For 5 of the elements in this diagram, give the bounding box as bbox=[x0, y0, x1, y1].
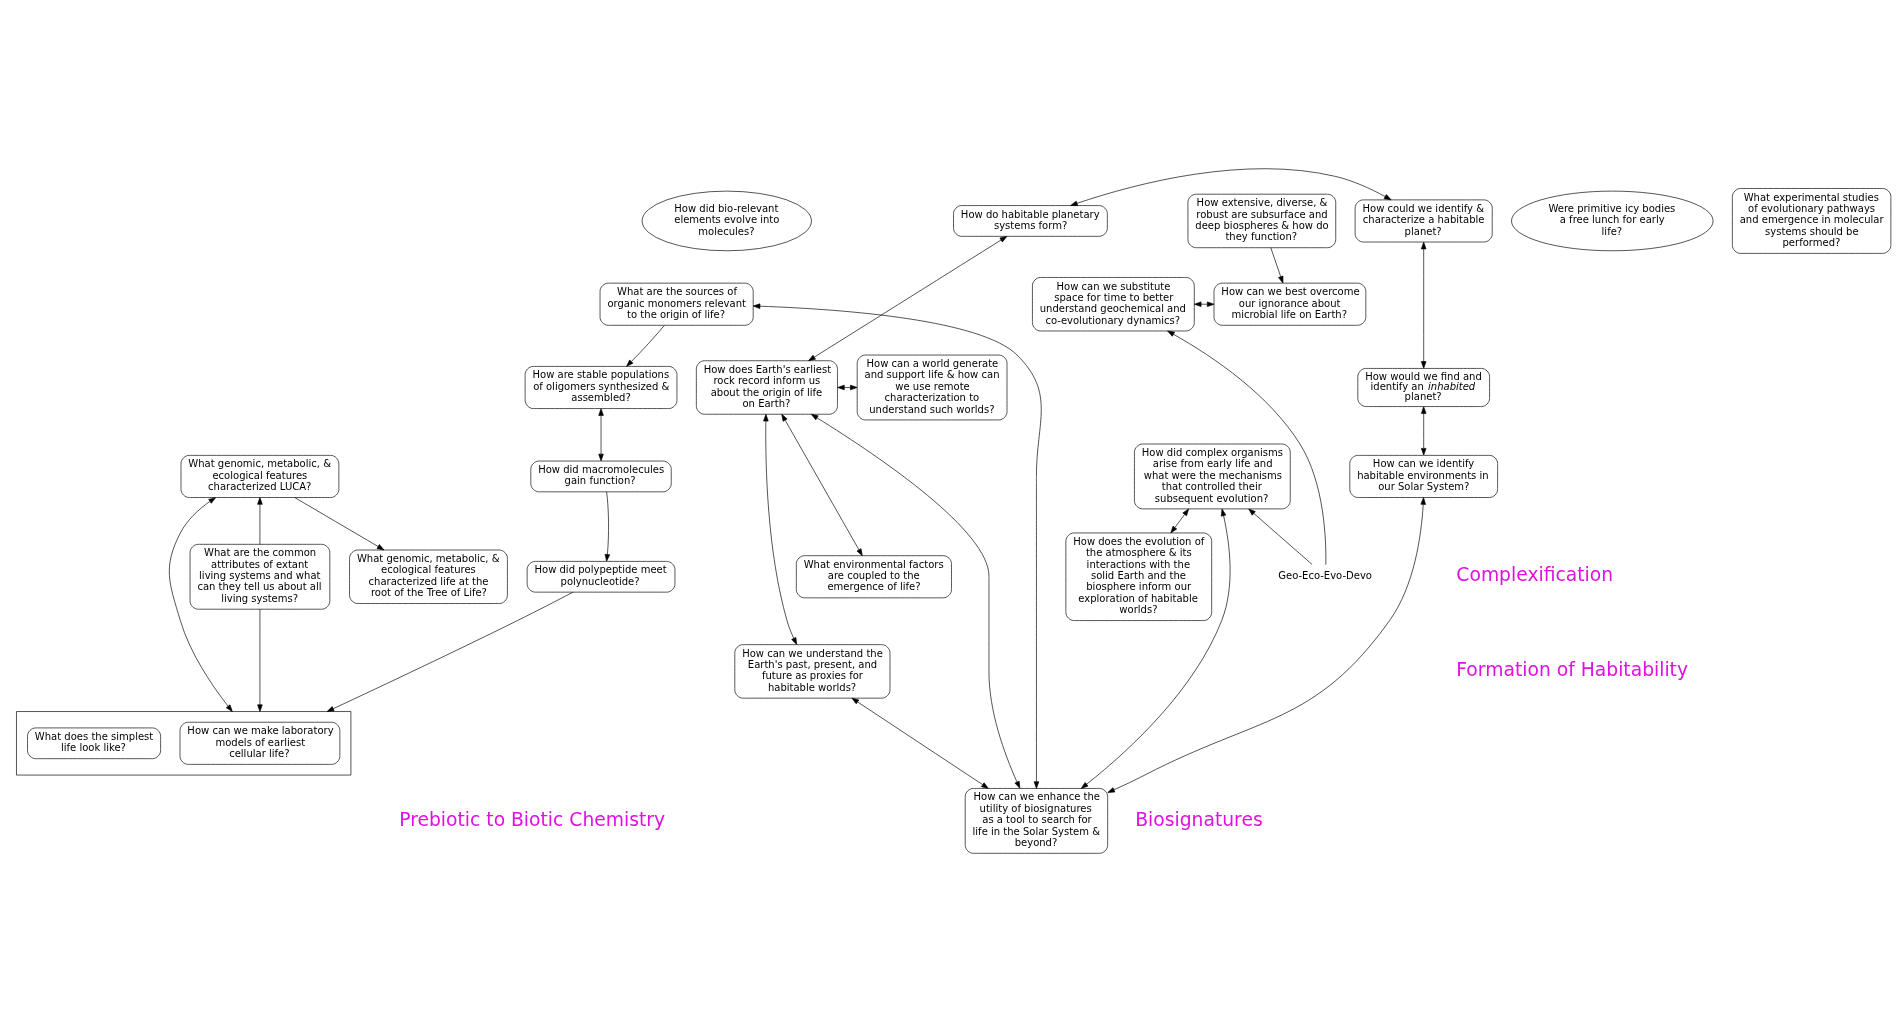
node-text: Geo-Eco-Evo-Devo bbox=[1278, 569, 1372, 581]
label: Prebiotic to Biotic Chemistry bbox=[399, 808, 666, 829]
label: Formation of Habitability bbox=[1456, 658, 1689, 680]
label: Biosignatures bbox=[1135, 808, 1263, 829]
label: Complexification bbox=[1456, 563, 1614, 585]
